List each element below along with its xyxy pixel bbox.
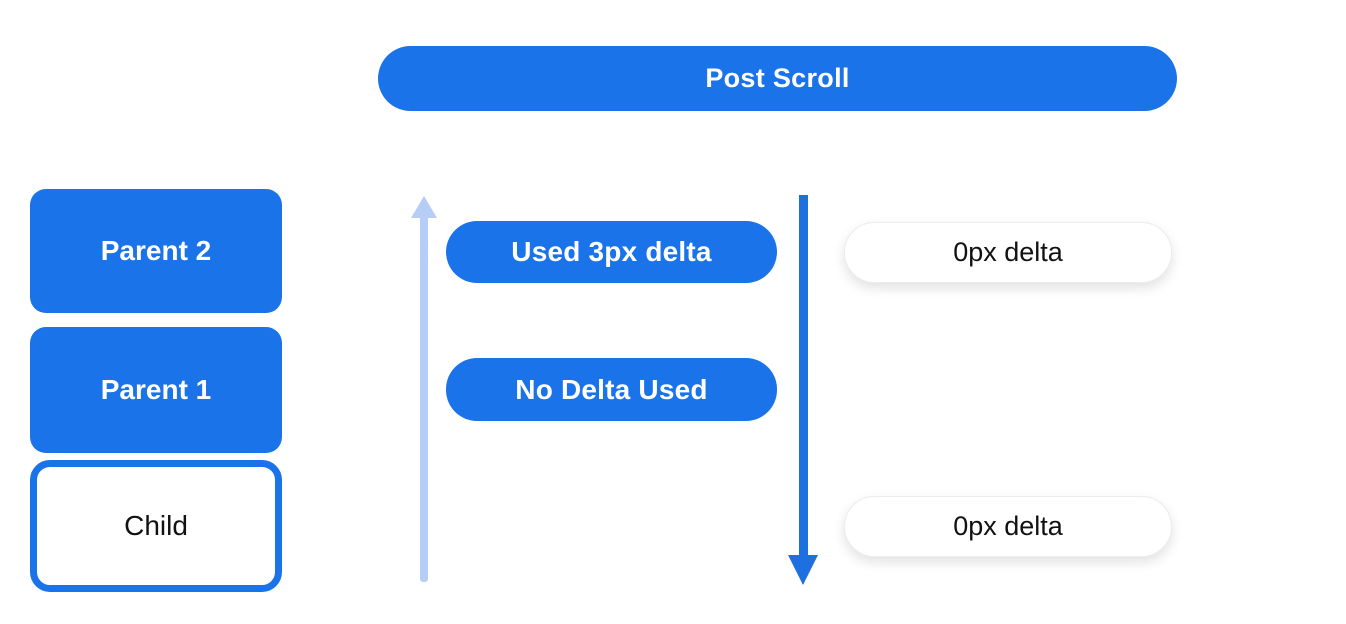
result-pill-bottom: 0px delta bbox=[844, 496, 1172, 557]
used-delta-pill: Used 3px delta bbox=[446, 221, 777, 283]
scroll-up-arrow-icon bbox=[410, 196, 437, 582]
up-arrow-shaft bbox=[419, 218, 428, 582]
node-parent-1: Parent 1 bbox=[30, 327, 282, 453]
up-arrow-head bbox=[410, 196, 437, 218]
post-scroll-title-label: Post Scroll bbox=[705, 63, 850, 93]
scroll-down-arrow-icon bbox=[788, 195, 818, 585]
no-delta-pill: No Delta Used bbox=[446, 358, 777, 421]
node-child-label: Child bbox=[124, 510, 188, 541]
down-arrow-shaft bbox=[798, 195, 808, 555]
used-delta-label: Used 3px delta bbox=[511, 236, 712, 267]
result-pill-bottom-label: 0px delta bbox=[953, 511, 1063, 541]
node-child: Child bbox=[30, 460, 282, 592]
result-pill-top-label: 0px delta bbox=[953, 237, 1063, 267]
post-scroll-title-pill: Post Scroll bbox=[378, 46, 1177, 111]
node-parent-2-label: Parent 2 bbox=[100, 235, 212, 266]
down-arrow-head bbox=[788, 555, 818, 585]
no-delta-label: No Delta Used bbox=[515, 373, 708, 405]
node-parent-1-label: Parent 1 bbox=[100, 374, 212, 405]
result-pill-top: 0px delta bbox=[844, 222, 1172, 283]
node-parent-2: Parent 2 bbox=[30, 189, 282, 313]
